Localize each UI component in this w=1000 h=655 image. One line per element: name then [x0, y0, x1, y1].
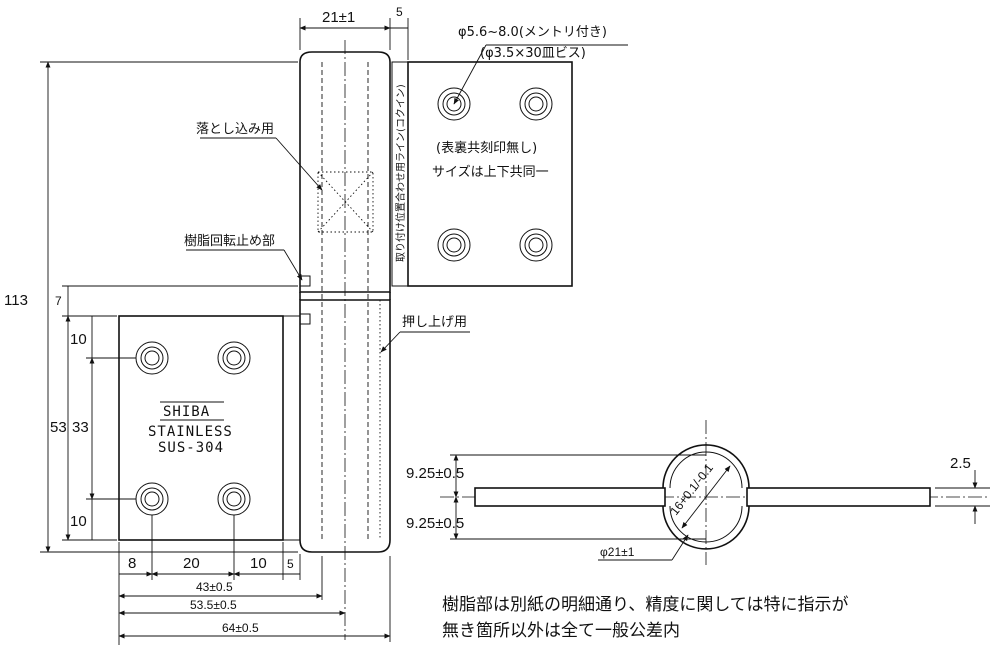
bottom-dimensions: 8 20 10 5 43±0.5 53.5±0.5 64±0.5	[118, 515, 391, 645]
align-line-label: 取り付け位置合わせ用ライン(コクイン)	[394, 84, 407, 262]
hole-spec-1: φ5.6~8.0(メントリ付き)	[458, 25, 607, 40]
dim-53-5: 53.5±0.5	[190, 598, 237, 612]
dim-64: 64±0.5	[222, 621, 259, 635]
dim-9-25-top: 9.25±0.5	[406, 465, 464, 482]
hole-ul-outer	[437, 87, 471, 121]
dim-5-bottom: 5	[287, 557, 294, 571]
hole-lr-outer	[519, 228, 553, 262]
push-up-label: 押し上げ用	[402, 315, 467, 330]
upper-leaf	[407, 61, 573, 287]
dim-21: 21±1	[322, 9, 355, 26]
lower-leaf: SHIBA STAINLESS SUS-304	[118, 315, 301, 541]
hole-spec-2: (φ3.5×30皿ビス)	[480, 46, 586, 61]
dim-9-25-bottom: 9.25±0.5	[406, 515, 464, 532]
resin-stop-label: 樹脂回転止め部	[184, 234, 275, 249]
note-line-1: 樹脂部は別紙の明細通り、精度に関しては特に指示が	[442, 595, 848, 615]
dim-10-top: 10	[70, 331, 87, 348]
barrel	[299, 40, 391, 640]
alignment-strip: 取り付け位置合わせ用ライン(コクイン)	[391, 61, 409, 287]
dim-10-h: 10	[250, 555, 267, 572]
dim-5-top: 5	[396, 5, 403, 19]
brand-line-1: SHIBA	[163, 404, 210, 420]
hole-ll-outer	[437, 228, 471, 262]
dim-53: 53	[50, 419, 67, 436]
dim-43: 43±0.5	[196, 580, 233, 594]
general-note: 樹脂部は別紙の明細通り、精度に関しては特に指示が 無き箇所以外は全て一般公差内	[442, 595, 848, 641]
hole-ur-outer	[519, 87, 553, 121]
note-line-2: 無き箇所以外は全て一般公差内	[442, 621, 680, 641]
dim-phi-21: φ21±1	[600, 545, 635, 559]
left-dimensions: 113 7 53 33 10 10	[4, 61, 298, 553]
dim-2-5: 2.5	[950, 455, 971, 472]
dim-33: 33	[72, 419, 89, 436]
dim-113: 113	[4, 292, 28, 309]
top-dimensions: 21±1 5 φ5.6~8.0(メントリ付き) (φ3.5×30皿ビス) (表裏…	[299, 5, 628, 180]
same-size-label: サイズは上下共同一	[432, 164, 549, 180]
dim-20: 20	[183, 555, 200, 572]
no-stamp-label: (表裏共刻印無し)	[436, 141, 537, 156]
dim-10-bottom: 10	[70, 513, 87, 530]
brand-line-2: STAINLESS	[148, 424, 233, 440]
brand-line-3: SUS-304	[158, 440, 224, 456]
drop-in-label: 落とし込み用	[196, 122, 274, 137]
callouts: 落とし込み用 樹脂回転止め部 押し上げ用	[184, 122, 470, 353]
dim-7: 7	[55, 294, 62, 308]
section-view: 9.25±0.5 9.25±0.5 2.5 16+0.1/-0.1 φ21±1	[406, 420, 990, 565]
dim-8: 8	[128, 555, 136, 572]
